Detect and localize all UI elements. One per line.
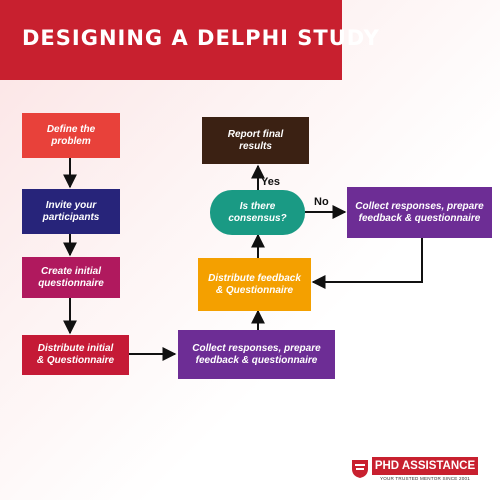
step-collect-responses-right: Collect responses, prepare feedback & qu… [347, 187, 492, 238]
step-collect-responses-bottom-label: Collect responses, prepare feedback & qu… [192, 342, 321, 366]
yes-label: Yes [261, 176, 280, 188]
phd-assistance-logo: PHD ASSISTANCE YOUR TRUSTED MENTOR SINCE… [350, 457, 478, 483]
step-invite-participants-label: Invite your participants [42, 199, 100, 223]
step-collect-responses-right-label: Collect responses, prepare feedback & qu… [355, 200, 484, 224]
step-distribute-initial: Distribute initial & Questionnaire [22, 335, 129, 375]
page-title: DESIGNING A DELPHI STUDY [22, 26, 380, 50]
arrow-collect-right-to-feedback [311, 238, 423, 289]
decision-consensus: Is there consensus? [210, 190, 305, 235]
logo-name: PHD ASSISTANCE [372, 457, 478, 475]
decision-consensus-label: Is there consensus? [228, 200, 287, 224]
step-distribute-initial-label: Distribute initial & Questionnaire [36, 343, 115, 366]
no-label: No [314, 196, 329, 208]
step-distribute-feedback-label: Distribute feedback & Questionnaire [208, 272, 301, 296]
step-report-results: Report final results [202, 117, 309, 164]
step-define-problem-label: Define the problem [46, 123, 96, 147]
logo-emblem-icon [352, 460, 368, 478]
step-create-questionnaire: Create initial questionnaire [22, 257, 120, 298]
title-bar: DESIGNING A DELPHI STUDY [0, 0, 379, 80]
step-collect-responses-bottom: Collect responses, prepare feedback & qu… [178, 330, 335, 379]
step-create-questionnaire-label: Create initial questionnaire [38, 265, 104, 289]
step-report-results-label: Report final results [227, 128, 284, 152]
step-invite-participants: Invite your participants [22, 189, 120, 234]
step-define-problem: Define the problem [22, 113, 120, 158]
step-distribute-feedback: Distribute feedback & Questionnaire [198, 258, 311, 311]
logo-tagline: YOUR TRUSTED MENTOR SINCE 2001 [379, 476, 471, 481]
